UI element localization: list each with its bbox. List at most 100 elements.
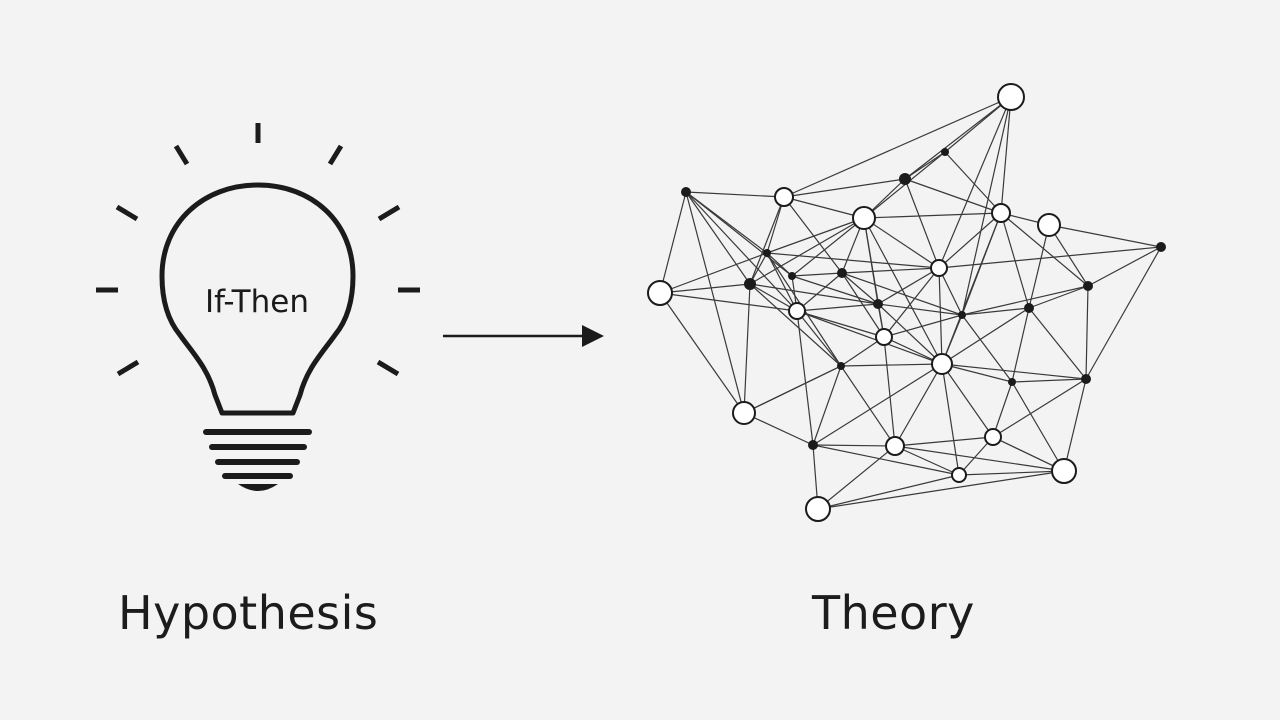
network-edge bbox=[894, 445, 1065, 472]
network-edge bbox=[783, 96, 1012, 198]
network-edge bbox=[863, 151, 946, 219]
network-edge bbox=[749, 217, 865, 285]
network-edge bbox=[938, 96, 1012, 269]
network-edge bbox=[1063, 378, 1087, 472]
hypothesis-label: Hypothesis bbox=[118, 586, 379, 640]
network-edge bbox=[796, 310, 943, 365]
theory-label: Theory bbox=[812, 586, 975, 640]
network-edge bbox=[812, 444, 896, 447]
network-edge bbox=[941, 363, 1013, 383]
ray-upper-right bbox=[377, 204, 401, 222]
network-edge bbox=[743, 412, 814, 446]
arrow-head bbox=[582, 325, 604, 347]
network-edge bbox=[944, 151, 1002, 214]
network-node bbox=[899, 173, 911, 185]
network-node bbox=[930, 259, 948, 277]
network-edge bbox=[659, 283, 751, 294]
network-edge bbox=[992, 436, 1065, 472]
network-node bbox=[1051, 458, 1077, 484]
network-edge bbox=[817, 470, 1065, 510]
network-node bbox=[941, 148, 949, 156]
network-edge bbox=[749, 283, 879, 305]
network-edge bbox=[961, 314, 1013, 383]
network-edge bbox=[817, 474, 960, 510]
network-edge bbox=[941, 363, 960, 476]
bulb-tip bbox=[238, 484, 278, 491]
network-edge bbox=[841, 272, 879, 305]
network-edge bbox=[791, 217, 865, 277]
network-edge bbox=[766, 217, 865, 254]
network-edge bbox=[766, 252, 793, 277]
network-edge bbox=[841, 267, 940, 274]
network-edge bbox=[685, 191, 751, 285]
network-node bbox=[951, 467, 967, 483]
bulb-glass bbox=[159, 182, 356, 416]
network-edge bbox=[883, 336, 896, 447]
network-edge bbox=[659, 191, 687, 294]
network-node bbox=[875, 328, 893, 346]
network-edge bbox=[877, 303, 963, 316]
network-edge bbox=[1000, 96, 1012, 214]
ray-top-right bbox=[327, 144, 344, 166]
bulb-text: If-Then bbox=[205, 284, 309, 320]
network-edge bbox=[812, 363, 943, 446]
network-edge bbox=[904, 178, 1002, 214]
network-node bbox=[931, 353, 953, 375]
network-edge bbox=[1087, 246, 1162, 287]
network-edge bbox=[904, 151, 946, 180]
network-node bbox=[837, 268, 847, 278]
network-edge bbox=[992, 381, 1013, 438]
network-edge bbox=[863, 217, 940, 269]
network-edge bbox=[743, 283, 751, 414]
bulb-base bbox=[203, 429, 312, 479]
network-edge bbox=[941, 363, 1087, 380]
network-edge bbox=[796, 310, 842, 367]
network-edge bbox=[749, 283, 842, 367]
network-edge bbox=[841, 272, 963, 316]
network-node bbox=[852, 206, 876, 230]
ray-lower-left bbox=[116, 359, 140, 377]
network-node bbox=[647, 280, 673, 306]
network-edge bbox=[791, 275, 879, 305]
network-node bbox=[808, 440, 818, 450]
network-edge bbox=[1028, 224, 1050, 309]
network-edge bbox=[938, 267, 943, 365]
light-rays bbox=[96, 123, 420, 377]
network-node bbox=[1156, 242, 1166, 252]
network-edge bbox=[796, 303, 879, 312]
network-edge bbox=[783, 196, 843, 274]
network-edge bbox=[743, 365, 842, 414]
network-edge bbox=[749, 196, 785, 285]
network-edge bbox=[840, 363, 943, 367]
network-node bbox=[1083, 281, 1093, 291]
network-edge bbox=[894, 445, 960, 476]
network-edge bbox=[961, 285, 1089, 316]
network-node bbox=[837, 362, 845, 370]
network-edge bbox=[796, 272, 843, 312]
network-edge bbox=[941, 363, 994, 438]
network-node bbox=[1008, 378, 1016, 386]
network-edge bbox=[883, 314, 963, 338]
network-edge bbox=[659, 292, 745, 414]
network-edge bbox=[904, 96, 1012, 180]
network-edge bbox=[812, 365, 842, 446]
network-edge bbox=[749, 283, 798, 312]
network-edge bbox=[783, 196, 865, 219]
network-graph-icon bbox=[647, 83, 1166, 522]
network-edge bbox=[958, 470, 1065, 476]
network-edge bbox=[1011, 307, 1030, 383]
network-node bbox=[958, 311, 966, 319]
network-edge bbox=[1000, 212, 1089, 287]
network-edge bbox=[1028, 307, 1087, 380]
ray-lower-right bbox=[376, 359, 400, 377]
network-node bbox=[774, 187, 794, 207]
network-edge bbox=[941, 307, 1030, 365]
network-edge bbox=[783, 178, 906, 198]
network-edge bbox=[904, 178, 940, 269]
network-nodes bbox=[647, 83, 1166, 522]
network-edge bbox=[685, 191, 745, 414]
network-edge bbox=[1048, 224, 1162, 248]
ray-top-left bbox=[173, 144, 190, 166]
network-node bbox=[984, 428, 1002, 446]
network-edge bbox=[883, 267, 940, 338]
